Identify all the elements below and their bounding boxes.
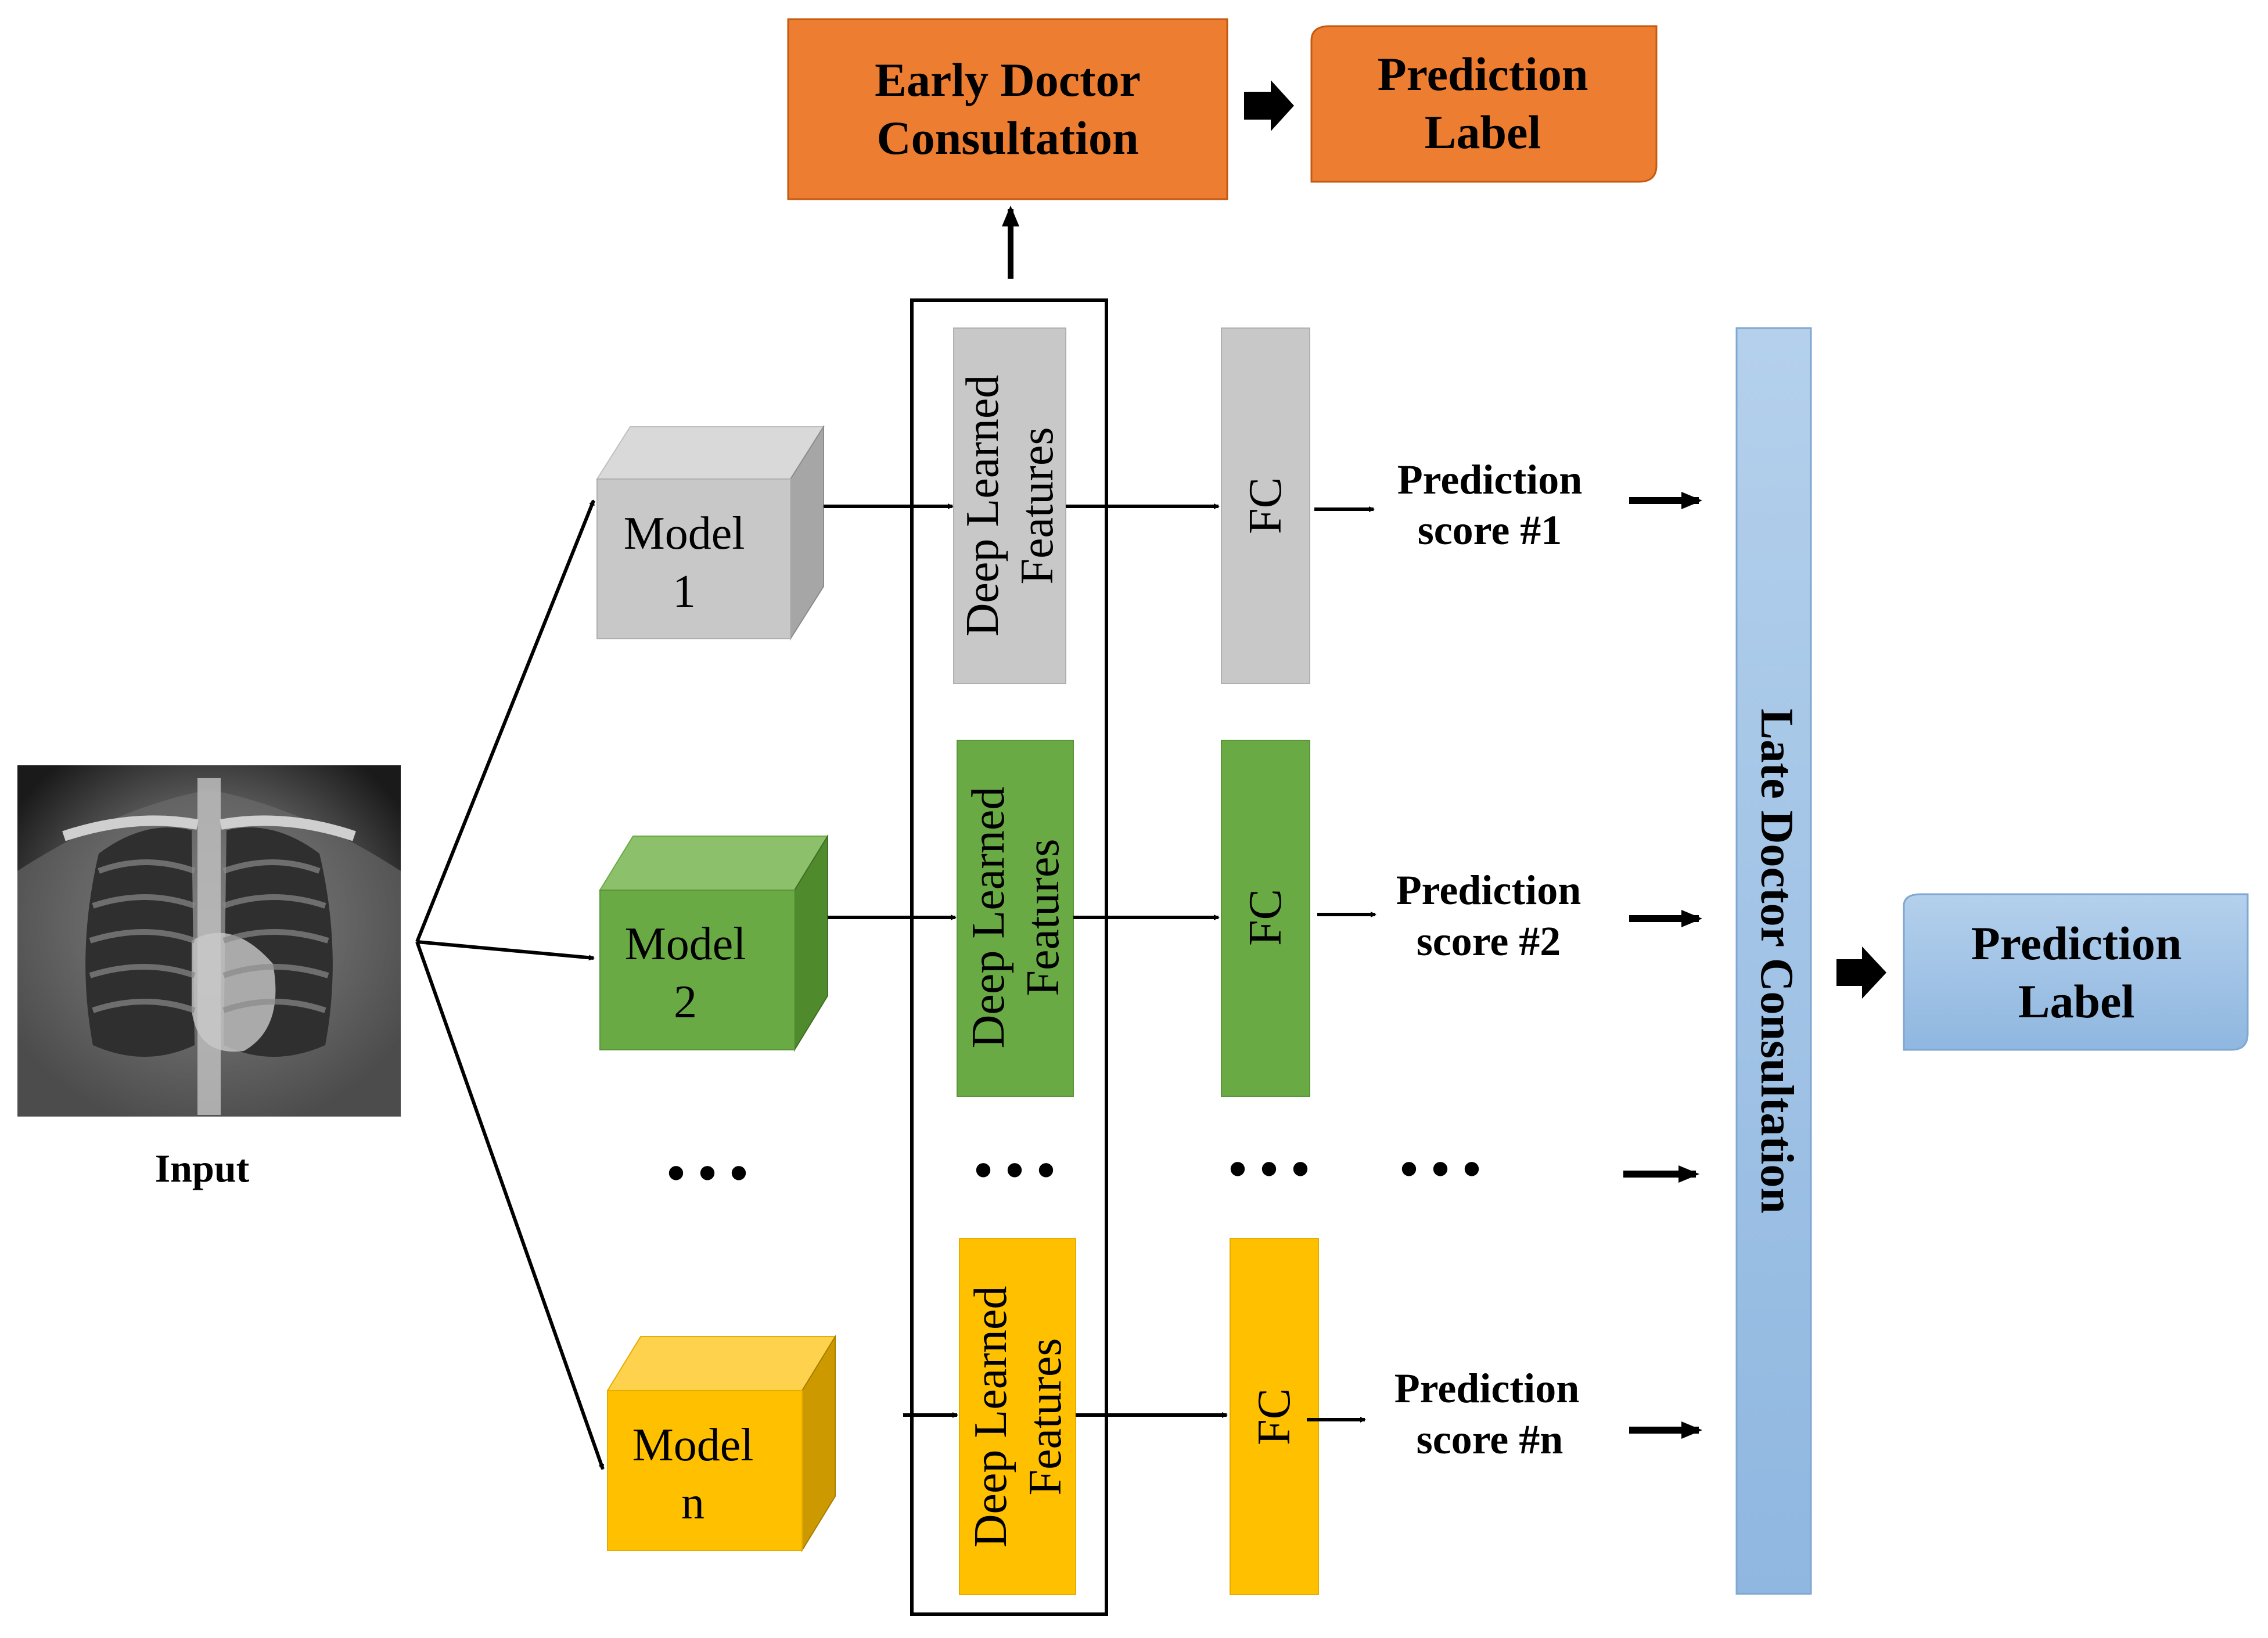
features-1-label-line2: Features [1012, 427, 1063, 584]
early-prediction-label-box: Prediction Label [1310, 25, 1658, 183]
fc-1-label: FC [1240, 477, 1291, 534]
score-2-label-line1: Prediction [1396, 867, 1582, 913]
score-n-label-line2: score #n [1417, 1416, 1563, 1463]
features-n-label-line1: Deep Learned [965, 1286, 1016, 1548]
ellipsis-features: • • • [974, 1142, 1055, 1199]
fc-2-block: FC [1221, 740, 1310, 1097]
block-arrow-right-icon [1836, 946, 1886, 999]
features-n-block: Deep Learned Features [959, 1238, 1076, 1595]
model-n-label-line2: n [681, 1478, 705, 1529]
fc-1-block: FC [1221, 327, 1310, 684]
chest-xray-image [17, 765, 401, 1117]
score-2-label-line2: score #2 [1417, 918, 1561, 964]
model-1-cube: Model 1 [596, 424, 825, 641]
features-column-frame [910, 298, 1108, 1616]
features-1-block: Deep Learned Features [953, 327, 1066, 684]
early-prediction-label-line2: Label [1425, 106, 1541, 159]
features-n-label-line2: Features [1020, 1338, 1071, 1495]
ellipsis-models: • • • [667, 1144, 748, 1202]
model-1-label-line1: Model [624, 508, 745, 559]
early-doctor-consultation-box: Early Doctor Consultation [787, 18, 1228, 200]
late-prediction-label-line1: Prediction [1971, 917, 2182, 970]
late-prediction-label-box: Prediction Label [1903, 893, 2249, 1051]
model-2-label-line1: Model [625, 919, 746, 970]
score-1-label-line1: Prediction [1397, 456, 1583, 503]
early-consultation-title-line1: Early Doctor [875, 53, 1141, 106]
score-n-label-line1: Prediction [1394, 1365, 1580, 1412]
late-prediction-label-line2: Label [2018, 975, 2134, 1028]
features-2-label-line2: Features [1018, 838, 1069, 996]
late-doctor-consultation-bar: Late Doctor Consultation [1735, 327, 1812, 1595]
input-label: Input [155, 1146, 250, 1190]
model-1-label-line2: 1 [673, 566, 696, 617]
fc-n-label: FC [1249, 1388, 1300, 1445]
features-2-label-line1: Deep Learned [963, 787, 1014, 1049]
early-consultation-title-line2: Consultation [876, 111, 1138, 164]
fc-n-block: FC [1230, 1238, 1319, 1595]
ellipsis-scores: • • • [1400, 1140, 1481, 1198]
features-2-block: Deep Learned Features [957, 740, 1074, 1097]
model-2-label-line2: 2 [674, 977, 697, 1028]
ellipsis-fc: • • • [1228, 1140, 1310, 1198]
score-1-label-line2: score #1 [1418, 507, 1562, 553]
features-1-label-line1: Deep Learned [957, 375, 1008, 637]
block-arrow-right-icon [1244, 80, 1294, 131]
early-prediction-label-line1: Prediction [1378, 48, 1588, 100]
model-2-cube: Model 2 [599, 834, 829, 1052]
late-consultation-title: Late Doctor Consultation [1751, 708, 1802, 1214]
model-n-cube: Model n [606, 1334, 836, 1553]
model-n-label-line1: Model [632, 1420, 754, 1471]
fc-2-label: FC [1240, 889, 1291, 946]
input-arrows [415, 499, 605, 1470]
